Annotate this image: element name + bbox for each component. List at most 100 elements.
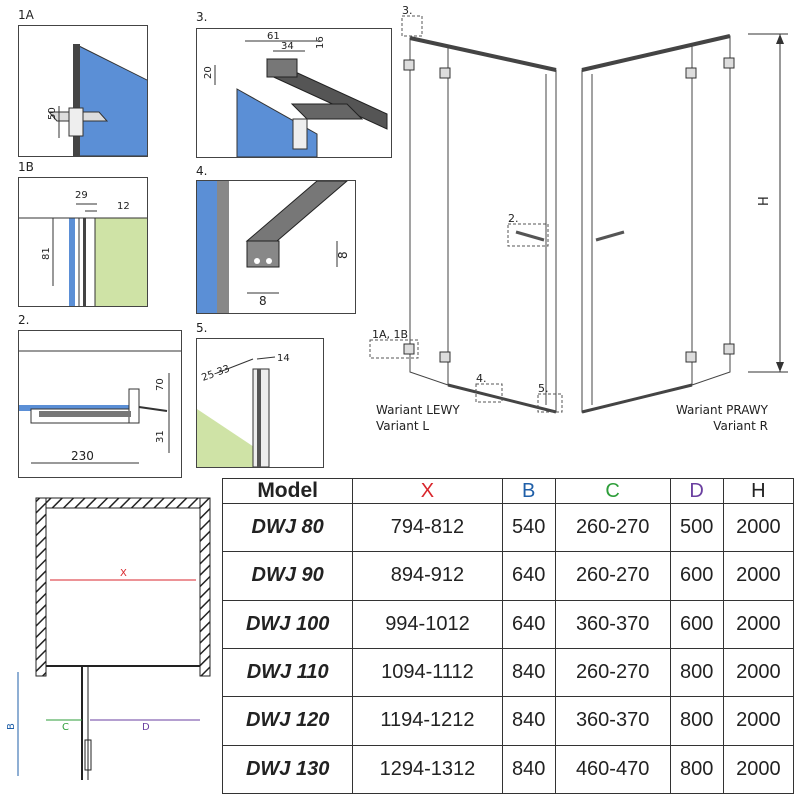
cell-d: 500 bbox=[669, 502, 724, 553]
table-row: DWJ 130 1294-1312 840 460-470 800 2000 bbox=[221, 744, 795, 795]
spec-table: Model X B C D H DWJ 80 794-812 540 260-2… bbox=[221, 478, 795, 795]
dim-1b-width-29: 29 bbox=[75, 190, 88, 201]
cell-c: 260-270 bbox=[554, 647, 671, 698]
detail-2-label: 2. bbox=[18, 313, 30, 327]
dim-3-width-61: 61 bbox=[267, 31, 280, 42]
cell-b: 540 bbox=[501, 502, 556, 553]
cell-h: 2000 bbox=[722, 502, 795, 553]
cell-x: 794-812 bbox=[352, 502, 503, 553]
cell-x: 1294-1312 bbox=[352, 744, 503, 795]
cell-x: 894-912 bbox=[352, 551, 503, 601]
door-elevation-drawing: 3. 2. 1A, 1B 4. 5. H Wariant LEWY Varian… bbox=[369, 4, 788, 433]
cell-model: DWJ 130 bbox=[221, 744, 354, 795]
header-model: Model bbox=[221, 478, 354, 504]
dim-4-width: 8 bbox=[259, 294, 267, 308]
callout-5: 5. bbox=[538, 382, 549, 395]
cell-h: 2000 bbox=[722, 551, 795, 601]
door-right bbox=[581, 34, 731, 414]
cell-d: 800 bbox=[669, 696, 724, 746]
cell-c: 360-370 bbox=[554, 696, 671, 746]
height-label: H bbox=[757, 196, 772, 206]
cell-b: 640 bbox=[501, 551, 556, 601]
plan-b-label: B bbox=[6, 723, 17, 730]
plan-c-label: C bbox=[62, 722, 69, 733]
cell-x: 1094-1112 bbox=[352, 647, 503, 698]
cell-d: 800 bbox=[669, 647, 724, 698]
cell-h: 2000 bbox=[722, 744, 795, 795]
cell-h: 2000 bbox=[722, 696, 795, 746]
detail-5-drawing: 25-33 14 bbox=[197, 353, 290, 467]
detail-1b-panel: 29 12 81 bbox=[18, 177, 148, 307]
dim-2-height-70: 70 bbox=[155, 378, 166, 391]
detail-3-label: 3. bbox=[196, 10, 208, 24]
cell-d: 600 bbox=[669, 599, 724, 649]
variant-right-line1: Wariant PRAWY bbox=[676, 403, 769, 417]
cell-model: DWJ 120 bbox=[221, 696, 354, 746]
header-d: D bbox=[669, 478, 724, 504]
detail-4-drawing: 8 8 bbox=[197, 181, 350, 313]
door-left bbox=[409, 36, 557, 414]
detail-5-label: 5. bbox=[196, 321, 208, 335]
cell-d: 600 bbox=[669, 551, 724, 601]
detail-4-panel: 8 8 bbox=[196, 180, 356, 314]
header-x: X bbox=[352, 478, 503, 504]
plan-x-label: X bbox=[120, 568, 127, 579]
cell-b: 840 bbox=[501, 744, 556, 795]
cell-x: 994-1012 bbox=[352, 599, 503, 649]
callout-2: 2. bbox=[508, 212, 519, 225]
detail-1a-label: 1A bbox=[18, 8, 34, 22]
dim-2-width: 230 bbox=[71, 449, 94, 463]
cell-c: 460-470 bbox=[554, 744, 671, 795]
cell-model: DWJ 100 bbox=[221, 599, 354, 649]
cell-b: 640 bbox=[501, 599, 556, 649]
table-row: DWJ 110 1094-1112 840 260-270 800 2000 bbox=[221, 647, 795, 698]
dim-5-width: 14 bbox=[277, 353, 290, 364]
table-row: DWJ 80 794-812 540 260-270 500 2000 bbox=[221, 502, 795, 553]
dim-1b-height: 81 bbox=[41, 247, 52, 260]
cell-b: 840 bbox=[501, 647, 556, 698]
variant-left-line2: Variant L bbox=[376, 419, 429, 433]
cell-model: DWJ 90 bbox=[221, 551, 354, 601]
cell-model: DWJ 80 bbox=[221, 502, 354, 553]
dim-3-width-34: 34 bbox=[281, 41, 294, 52]
table-header-row: Model X B C D H bbox=[221, 478, 795, 504]
detail-2-panel: 70 31 230 bbox=[18, 330, 182, 478]
cell-h: 2000 bbox=[722, 599, 795, 649]
callout-4: 4. bbox=[476, 372, 487, 385]
detail-3-panel: 61 34 16 20 bbox=[196, 28, 392, 158]
detail-2-drawing: 70 31 230 bbox=[19, 350, 181, 464]
cell-model: DWJ 110 bbox=[221, 647, 354, 698]
table-row: DWJ 90 894-912 640 260-270 600 2000 bbox=[221, 551, 795, 601]
detail-4-label: 4. bbox=[196, 164, 208, 178]
cell-b: 840 bbox=[501, 696, 556, 746]
variant-left-line1: Wariant LEWY bbox=[376, 403, 460, 417]
table-row: DWJ 100 994-1012 640 360-370 600 2000 bbox=[221, 599, 795, 649]
cell-d: 800 bbox=[669, 744, 724, 795]
dim-3-width-16: 16 bbox=[315, 36, 326, 49]
header-c: C bbox=[554, 478, 671, 504]
detail-1b-label: 1B bbox=[18, 160, 34, 174]
dim-1a-height: 50 bbox=[47, 107, 58, 120]
callout-1a-1b: 1A, 1B bbox=[372, 328, 408, 341]
cell-c: 260-270 bbox=[554, 551, 671, 601]
detail-1a-panel: 50 bbox=[18, 25, 148, 157]
cell-c: 360-370 bbox=[554, 599, 671, 649]
cell-h: 2000 bbox=[722, 647, 795, 698]
header-h: H bbox=[722, 478, 795, 504]
variant-right-line2: Variant R bbox=[713, 419, 768, 433]
detail-5-panel: 25-33 14 bbox=[196, 338, 324, 468]
dim-1b-width-12: 12 bbox=[117, 201, 130, 212]
floor-plan-drawing: X B C D bbox=[6, 497, 211, 780]
cell-c: 260-270 bbox=[554, 502, 671, 553]
dim-4-height: 8 bbox=[336, 251, 350, 259]
detail-1b-drawing: 29 12 81 bbox=[19, 190, 147, 306]
cell-x: 1194-1212 bbox=[352, 696, 503, 746]
dim-3-height: 20 bbox=[203, 66, 214, 79]
header-b: B bbox=[501, 478, 556, 504]
detail-1a-drawing: 50 bbox=[47, 44, 147, 156]
dim-2-height-31: 31 bbox=[155, 430, 166, 443]
detail-3-drawing: 61 34 16 20 bbox=[203, 31, 388, 157]
plan-d-label: D bbox=[142, 722, 150, 733]
table-row: DWJ 120 1194-1212 840 360-370 800 2000 bbox=[221, 696, 795, 746]
callout-3: 3. bbox=[402, 4, 413, 17]
